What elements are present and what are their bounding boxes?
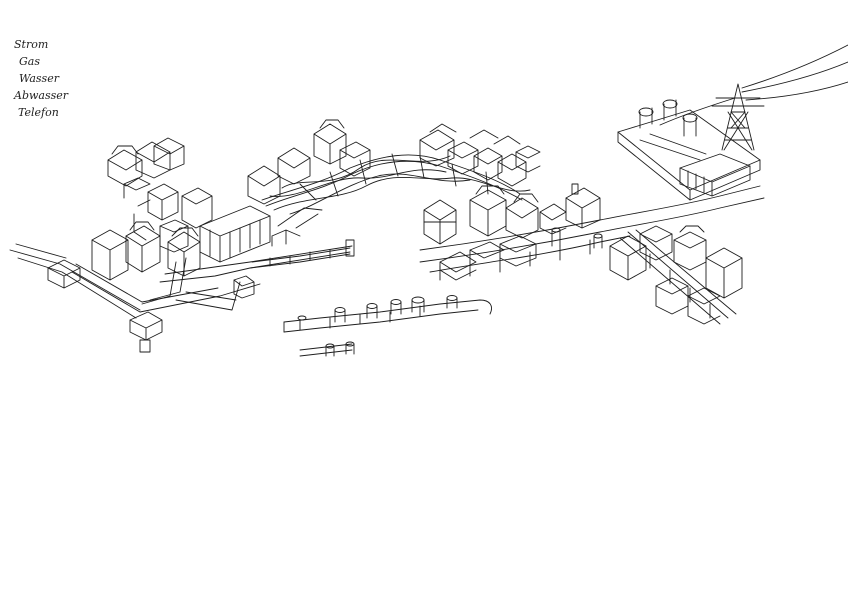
legend-item-wasser: Wasser [19,72,59,85]
right-center-houses [424,184,600,280]
legend-item-abwasser: Abwasser [14,89,69,102]
legend-item-telefon: Telefon [18,106,59,119]
power-cables [660,45,848,125]
utility-legend: Strom Gas Wasser Abwasser Telefon [14,36,68,121]
middle-road [250,240,354,268]
legend-item-strom: Strom [14,38,49,51]
power-pylon [712,84,764,150]
junction-boxes [48,260,254,352]
left-houses [92,138,300,280]
legend-item-gas: Gas [19,55,40,68]
substation [618,100,760,200]
main-road-right [420,186,764,280]
lower-pipe-run [284,296,492,357]
tangled-pipes [262,154,530,228]
central-row-houses [420,124,540,186]
central-houses [248,120,370,204]
main-pipes-left [10,244,352,318]
right-lower-houses [610,226,742,324]
